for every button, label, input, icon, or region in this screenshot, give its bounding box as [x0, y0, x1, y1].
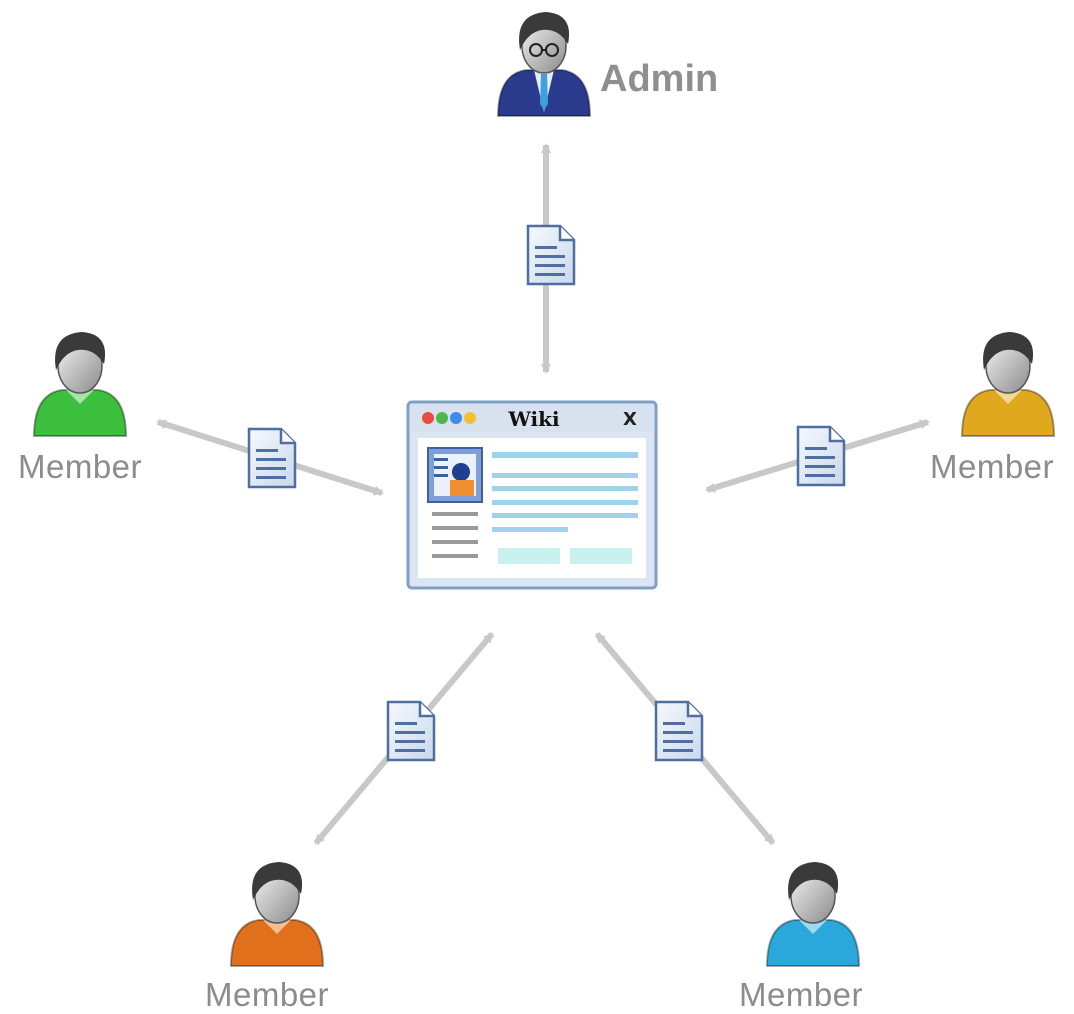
member-label-right: Member [930, 448, 1055, 485]
profile-picture-icon [427, 447, 483, 503]
member-user-icon [229, 862, 325, 967]
close-icon[interactable]: X [623, 409, 637, 430]
wiki-button[interactable] [498, 548, 560, 564]
window-dot-icon [450, 412, 462, 424]
member-label-bottom-left: Member [205, 976, 330, 1013]
document-icon [247, 427, 297, 489]
wiki-window: Wiki X [406, 400, 658, 590]
document-icon [386, 700, 436, 762]
member-user-icon [960, 332, 1056, 437]
window-dot-icon [464, 412, 476, 424]
window-dot-icon [436, 412, 448, 424]
people [32, 12, 1056, 967]
member-label-left: Member [18, 448, 143, 485]
document-icon [654, 700, 704, 762]
wiki-window-title: Wiki [507, 407, 560, 431]
wiki-button[interactable] [570, 548, 632, 564]
wiki-sidebar-lines [432, 512, 478, 558]
member-user-icon [765, 862, 861, 967]
member-label-bottom-right: Member [739, 976, 864, 1013]
admin-label: Admin [600, 58, 719, 100]
window-dot-icon [422, 412, 434, 424]
admin-user-icon [496, 12, 592, 117]
document-icon [796, 425, 846, 487]
member-user-icon [32, 332, 128, 437]
document-icon [526, 224, 576, 286]
wiki-text-lines [492, 452, 638, 532]
